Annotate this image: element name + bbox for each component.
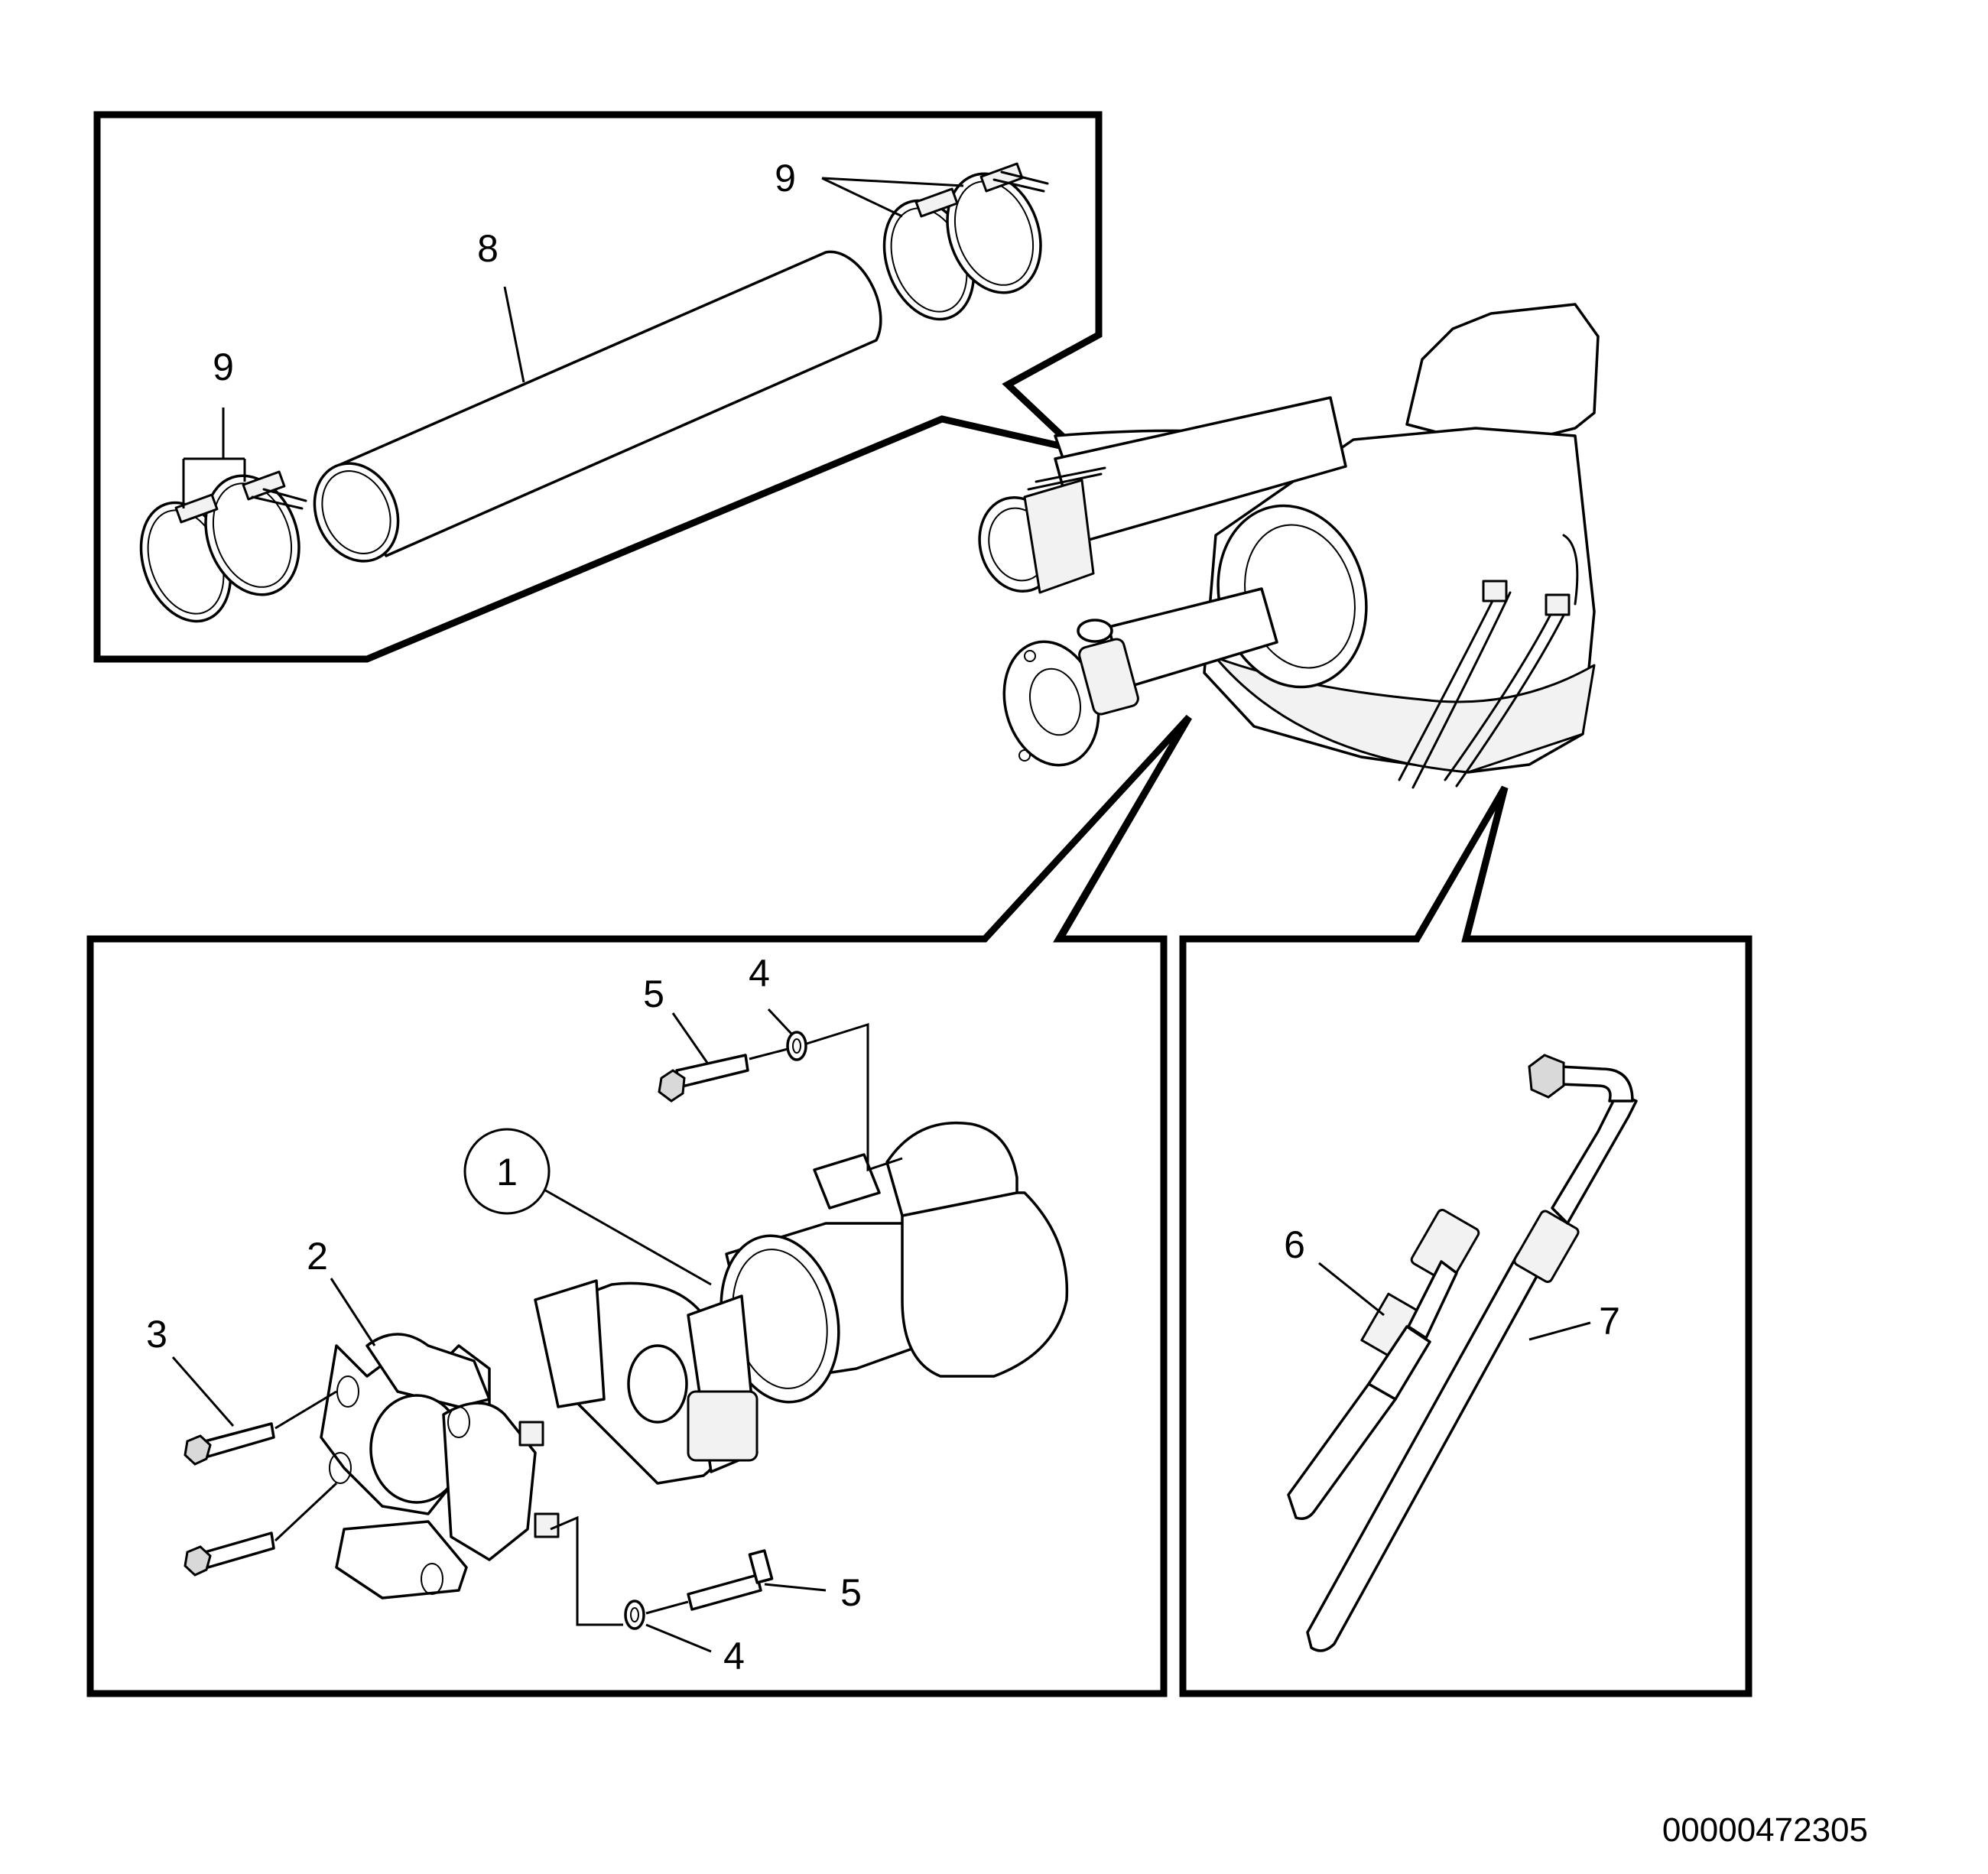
hydraulic-line-7 <box>1306 1054 1638 1652</box>
bolt-set-left <box>184 1390 338 1577</box>
callout-item2: 2 <box>307 1235 328 1278</box>
transmission-assembly <box>978 303 1600 789</box>
leaders-lines-frame <box>1318 1262 1591 1341</box>
bolt-washer-top <box>658 1022 903 1172</box>
callout-item3: 3 <box>146 1313 167 1356</box>
callout-item9-top: 9 <box>775 157 796 200</box>
callout-item1: 1 <box>496 1151 518 1194</box>
hydraulic-line-6 <box>1287 1209 1480 1520</box>
exhaust-pipe-part <box>313 250 882 563</box>
callout-item8: 8 <box>477 227 499 270</box>
callout-item9-left: 9 <box>213 346 234 388</box>
callout-labels: 8 9 9 1 2 3 5 4 5 4 6 7 00000472305 <box>146 157 1868 1849</box>
callout-item7: 7 <box>1599 1300 1620 1343</box>
callout-item5-top: 5 <box>643 973 664 1015</box>
callout-item6: 6 <box>1284 1223 1305 1266</box>
hose-clamp-left-pair <box>139 470 307 623</box>
driveshaft-part <box>534 1121 1069 1485</box>
callout-item5-bottom: 5 <box>840 1571 862 1614</box>
leaders-top-frame <box>182 177 964 508</box>
callout-item4-bottom: 4 <box>723 1635 745 1678</box>
leaders-driveshaft-frame <box>171 1008 827 1653</box>
bolt-washer-bottom <box>550 1515 774 1630</box>
hose-clamp-right-pair <box>882 162 1049 321</box>
callout-circle-item1 <box>463 1128 551 1215</box>
document-id: 00000472305 <box>1662 1811 1868 1849</box>
callout-item4-top: 4 <box>749 952 770 995</box>
universal-joint-part <box>320 1333 560 1600</box>
